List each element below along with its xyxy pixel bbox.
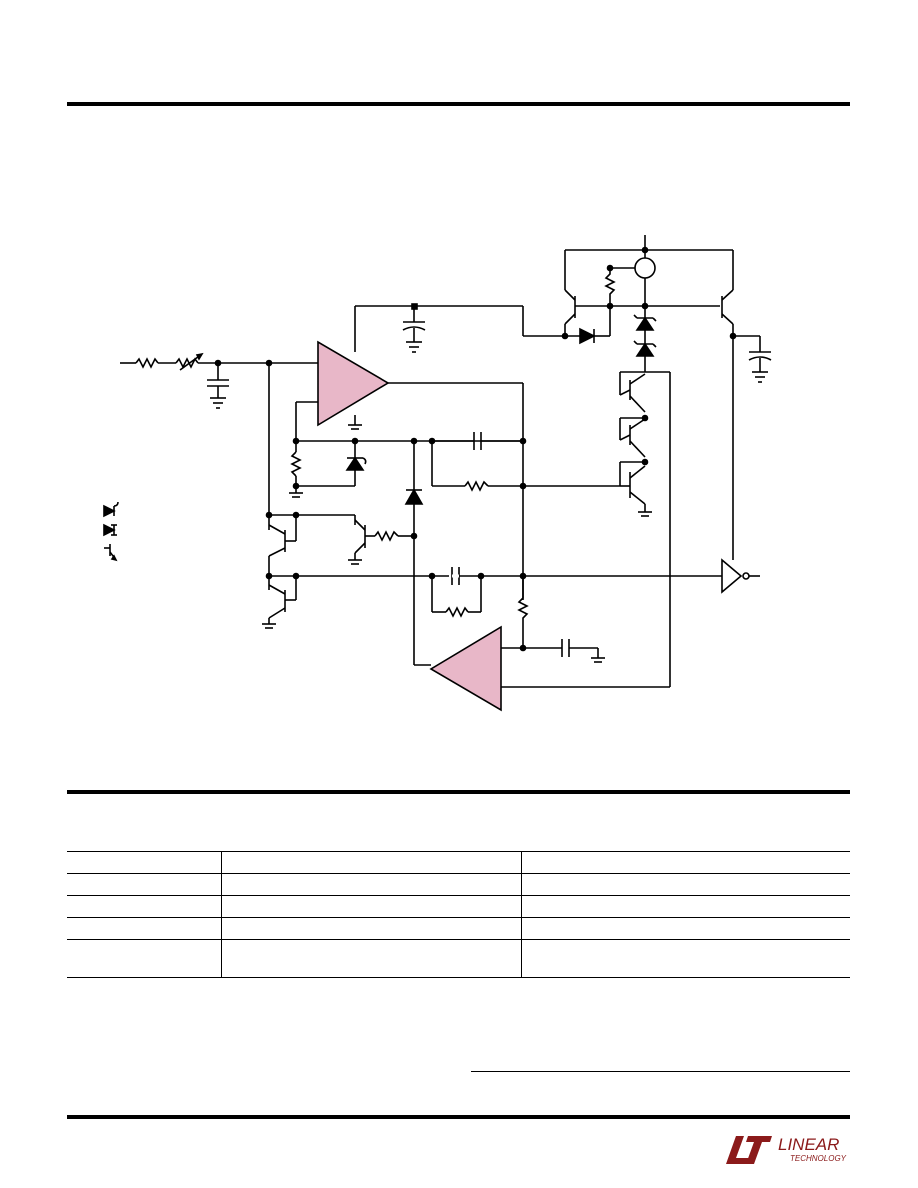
table-cell <box>521 873 850 896</box>
table-cell <box>67 873 222 896</box>
input-resistor <box>135 357 159 369</box>
top-rule <box>67 102 850 106</box>
lt-mark-icon <box>726 1136 752 1164</box>
table-row <box>67 917 850 940</box>
middle-rule <box>67 790 850 794</box>
feedback-resistor <box>464 480 489 492</box>
table-cell <box>221 939 522 978</box>
table-cell <box>221 895 522 918</box>
table-cell <box>67 851 222 874</box>
table-cell <box>221 917 522 940</box>
table-cell <box>221 873 522 896</box>
inverter-buffer <box>721 558 743 594</box>
inverter-bubble <box>742 572 750 580</box>
logo-brand-line1: LINEAR <box>778 1135 839 1154</box>
signature-line <box>471 1071 850 1072</box>
table-cell <box>67 917 222 940</box>
circuit-schematic <box>103 235 772 712</box>
op-amp-1 <box>317 340 390 427</box>
table-cell <box>521 939 850 978</box>
data-table <box>67 851 850 978</box>
table-cell <box>521 895 850 918</box>
current-source <box>634 257 656 279</box>
table-row <box>67 851 850 874</box>
table-row <box>67 895 850 918</box>
bottom-rule <box>67 1115 850 1119</box>
table-row <box>67 939 850 978</box>
table-cell <box>521 917 850 940</box>
table-cell <box>67 895 222 918</box>
table-cell <box>221 851 522 874</box>
op-amp-2 <box>429 625 502 712</box>
linear-technology-logo: LINEAR TECHNOLOGY <box>726 1135 847 1164</box>
table-row <box>67 873 850 896</box>
logo-brand-line2: TECHNOLOGY <box>790 1154 847 1163</box>
table-cell <box>67 939 222 978</box>
table-cell <box>521 851 850 874</box>
